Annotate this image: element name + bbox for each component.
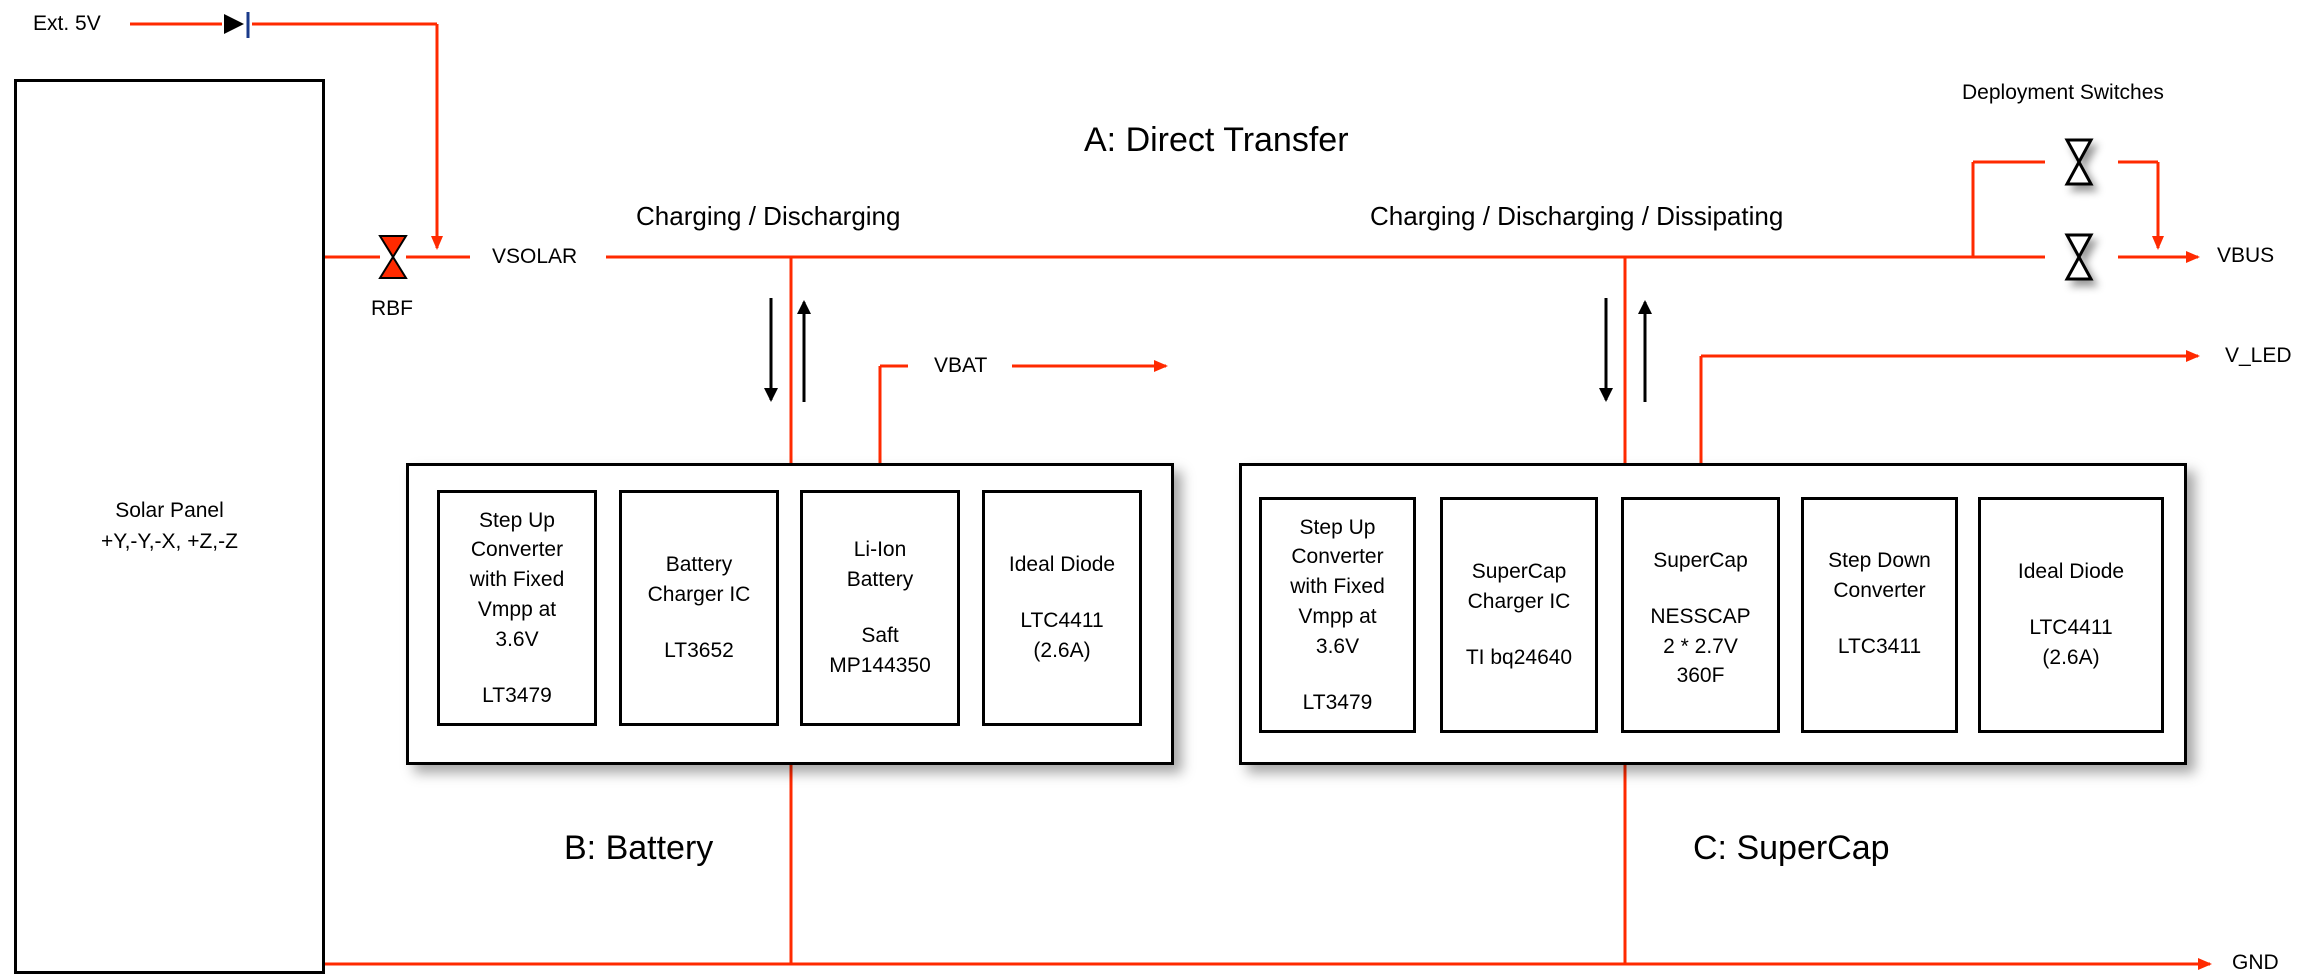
block-label-line: Charger IC <box>647 583 751 607</box>
block-label-line: Converter <box>1833 578 1926 602</box>
supercap-storage: SuperCap NESSCAP 2 * 2.7V 360F <box>1621 497 1780 733</box>
rbf-label: RBF <box>371 297 413 320</box>
battery-section-title: B: Battery <box>564 829 714 867</box>
vled-label: V_LED <box>2225 344 2292 367</box>
block-label-line: Charger IC <box>1467 590 1571 614</box>
battery-ideal-diode: Ideal Diode LTC4411 (2.6A) <box>982 490 1142 726</box>
block-part-number: LTC4411 (2.6A) <box>2029 616 2113 669</box>
block-part-number: LTC4411 (2.6A) <box>1020 609 1104 662</box>
step-down-converter: Step Down Converter LTC3411 <box>1801 497 1958 733</box>
block-label-line: Li-Ion <box>853 538 907 562</box>
deployment-switches-label: Deployment Switches <box>1962 81 2164 104</box>
block-label-line: with Fixed <box>1290 575 1385 599</box>
block-part-number: LT3479 <box>482 683 552 707</box>
block-label-line: Vmpp at <box>1298 605 1377 628</box>
deployment-switch-top-icon <box>2064 138 2094 186</box>
battery-step-up-converter: Step Up Converter with Fixed Vmpp at 3.6… <box>437 490 597 726</box>
block-label-line: Step Down <box>1828 549 1931 572</box>
battery-path-label: Charging / Discharging <box>636 201 901 231</box>
rbf-switch-icon <box>378 235 408 279</box>
block-label-line: 3.6V <box>495 627 539 651</box>
block-label-line: Ideal Diode <box>1008 553 1116 577</box>
block-part-number: LTC3411 <box>1837 634 1922 658</box>
gnd-label: GND <box>2232 951 2279 974</box>
direct-transfer-title: A: Direct Transfer <box>1084 121 1349 159</box>
block-label-line: Battery <box>665 553 733 577</box>
block-label-line: Converter <box>470 538 564 562</box>
block-label-line: SuperCap <box>1653 549 1748 572</box>
block-label-line: Step Up <box>1299 515 1376 539</box>
deployment-switch-bottom-icon <box>2064 233 2094 281</box>
block-label-line: with Fixed <box>469 568 565 592</box>
block-label-line: 3.6V <box>1315 634 1360 658</box>
vbus-label: VBUS <box>2217 244 2275 267</box>
ext5v-label: Ext. 5V <box>33 12 101 35</box>
supercap-section-title: C: SuperCap <box>1693 829 1890 867</box>
supercap-ideal-diode: Ideal Diode LTC4411 (2.6A) <box>1978 497 2164 733</box>
vsolar-label: VSOLAR <box>492 245 578 268</box>
block-label-line: Ideal Diode <box>2017 560 2125 584</box>
supercap-step-up-converter: Step Up Converter with Fixed Vmpp at 3.6… <box>1259 497 1416 733</box>
block-part-number: NESSCAP 2 * 2.7V 360F <box>1650 604 1751 688</box>
solar-panel-title: Solar Panel <box>115 499 224 523</box>
block-label-line: SuperCap <box>1471 560 1567 584</box>
vbat-label: VBAT <box>934 354 988 377</box>
supercap-path-label: Charging / Discharging / Dissipating <box>1370 201 1784 231</box>
block-label-line: Battery <box>846 568 914 592</box>
block-part-number: Saft MP144350 <box>829 624 931 677</box>
block-label-line: Step Up <box>479 508 555 532</box>
block-label-line: Converter <box>1291 545 1384 569</box>
li-ion-battery: Li-Ion Battery Saft MP144350 <box>800 490 960 726</box>
solar-panel-faces: +Y,-Y,-X, +Z,-Z <box>101 529 238 553</box>
block-label-line: Vmpp at <box>477 598 557 621</box>
battery-charger-ic: Battery Charger IC LT3652 <box>619 490 779 726</box>
block-part-number: TI bq24640 <box>1465 645 1573 669</box>
diode-icon <box>224 12 250 38</box>
block-part-number: LT3479 <box>1302 690 1373 714</box>
block-part-number: LT3652 <box>664 638 734 662</box>
solar-panel: Solar Panel +Y,-Y,-X, +Z,-Z <box>14 79 325 974</box>
supercap-charger-ic: SuperCap Charger IC TI bq24640 <box>1440 497 1598 733</box>
